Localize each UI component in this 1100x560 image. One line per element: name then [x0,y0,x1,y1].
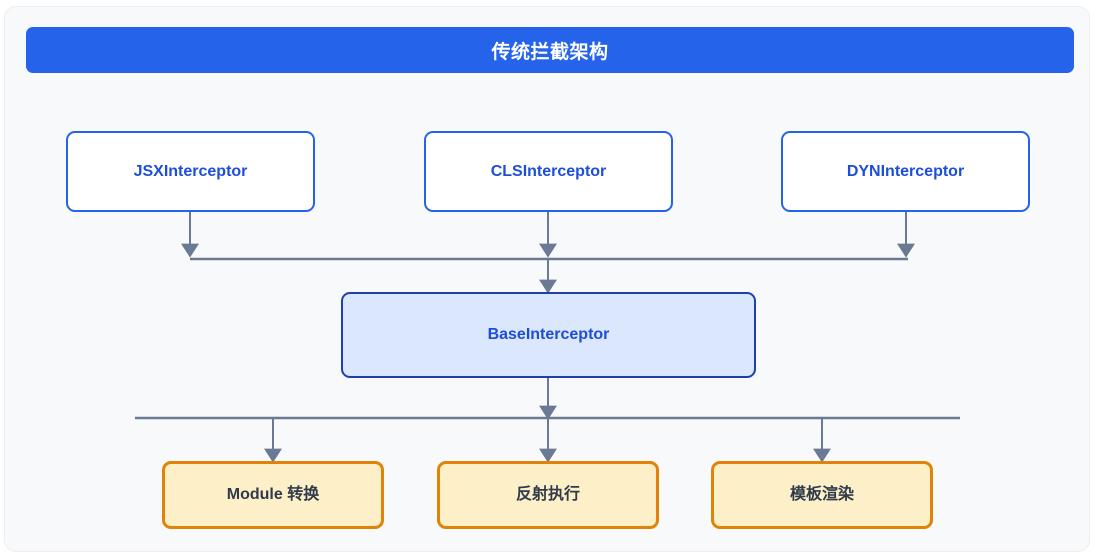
node-label: BaseInterceptor [487,326,610,344]
node-label: 反射执行 [515,486,580,504]
node-jsx-interceptor[interactable]: JSXInterceptor [66,131,315,212]
node-template-render[interactable]: 模板渲染 [711,461,933,529]
node-base-interceptor[interactable]: BaseInterceptor [341,292,756,378]
node-label: CLSInterceptor [490,162,607,180]
node-label: DYNInterceptor [846,162,965,180]
node-module-transform[interactable]: Module 转换 [162,461,384,529]
node-label: JSXInterceptor [133,162,248,180]
node-label: Module 转换 [226,486,320,504]
node-dyn-interceptor[interactable]: DYNInterceptor [781,131,1030,212]
node-reflective-exec[interactable]: 反射执行 [437,461,659,529]
node-cls-interceptor[interactable]: CLSInterceptor [424,131,673,212]
node-label: 模板渲染 [789,486,854,504]
page-title: 传统拦截架构 [491,41,609,63]
diagram-title-bar: 传统拦截架构 [26,27,1074,73]
